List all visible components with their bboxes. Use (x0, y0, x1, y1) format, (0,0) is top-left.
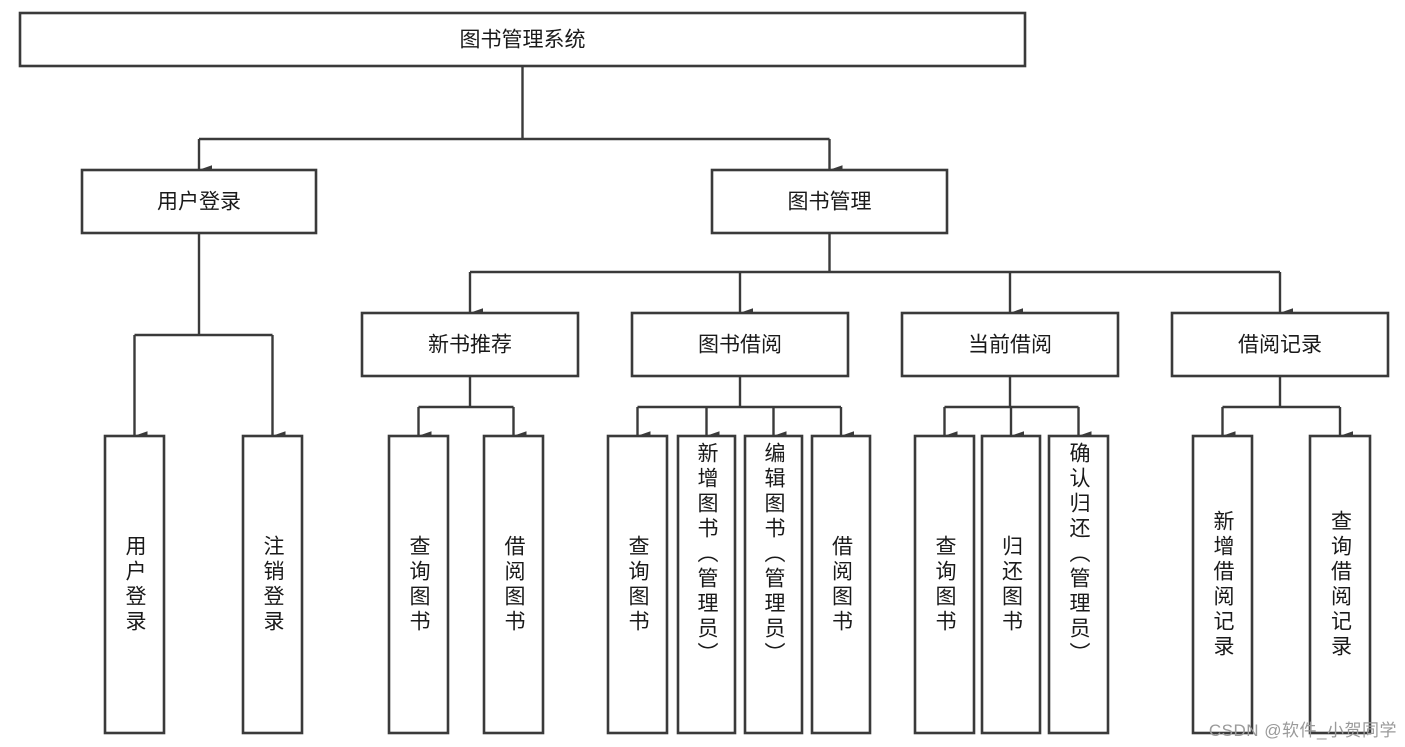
node-leaf-add-book[interactable]: 新增图书（管理员） (676, 434, 737, 735)
leaf-borrow-book-rec-box[interactable] (482, 434, 545, 735)
root-box[interactable] (18, 11, 1027, 68)
node-borrow-record[interactable]: 借阅记录 (1170, 311, 1390, 378)
leaf-query-book-cur-label: 查询图书 (933, 534, 956, 635)
leaf-query-record-box[interactable] (1308, 434, 1372, 735)
leaf-borrow-book-box[interactable] (810, 434, 872, 735)
leaf-query-book-cur-label-wrap: 查询图书 (915, 436, 974, 733)
leaf-add-record-label: 新增借阅记录 (1211, 509, 1234, 660)
node-book-borrow[interactable]: 图书借阅 (630, 311, 850, 378)
node-leaf-user-login[interactable]: 用户登录 (103, 434, 166, 735)
leaf-edit-book-label: 编辑图书（管理员） (762, 442, 785, 667)
root-label: 图书管理系统 (460, 29, 586, 52)
leaf-borrow-book-label-wrap: 借阅图书 (812, 436, 870, 733)
leaf-query-book-borrow-box[interactable] (606, 434, 669, 735)
node-new-book-rec[interactable]: 新书推荐 (360, 311, 580, 378)
new-book-rec-box[interactable] (360, 311, 580, 378)
node-leaf-query-book-borrow[interactable]: 查询图书 (606, 434, 669, 735)
leaf-add-record-label-wrap: 新增借阅记录 (1193, 436, 1252, 733)
csdn-watermark: CSDN @软件_小贺同学 (1208, 721, 1397, 740)
leaf-add-book-box[interactable] (676, 434, 737, 735)
node-leaf-query-book-rec[interactable]: 查询图书 (387, 434, 450, 735)
leaf-borrow-book-label: 借阅图书 (829, 534, 853, 635)
leaf-query-book-rec-box[interactable] (387, 434, 450, 735)
leaf-user-logout-label: 注销登录 (261, 534, 284, 635)
book-manage-label: 图书管理 (788, 191, 872, 214)
leaf-add-record-box[interactable] (1191, 434, 1254, 735)
leaf-user-login-label: 用户登录 (123, 534, 146, 635)
node-book-manage[interactable]: 图书管理 (710, 168, 949, 235)
node-leaf-edit-book[interactable]: 编辑图书（管理员） (743, 434, 804, 735)
leaf-edit-book-label-wrap: 编辑图书（管理员） (745, 436, 802, 733)
new-book-rec-label: 新书推荐 (428, 334, 512, 357)
leaf-layer: 用户登录 注销登录 查询图书 (103, 434, 1372, 735)
node-current-borrow[interactable]: 当前借阅 (900, 311, 1120, 378)
node-leaf-return-book[interactable]: 归还图书 (980, 434, 1042, 735)
node-leaf-borrow-book-rec[interactable]: 借阅图书 (482, 434, 545, 735)
node-leaf-confirm-return[interactable]: 确认归还（管理员） (1047, 434, 1110, 735)
node-leaf-query-record[interactable]: 查询借阅记录 (1308, 434, 1372, 735)
leaf-query-book-borrow-label: 查询图书 (626, 534, 649, 635)
leaf-query-book-rec-label: 查询图书 (407, 534, 430, 635)
leaf-add-book-label-wrap: 新增图书（管理员） (678, 436, 735, 733)
leaf-user-logout-box[interactable] (241, 434, 304, 735)
leaf-confirm-return-label: 确认归还（管理员） (1067, 442, 1090, 667)
leaf-confirm-return-box[interactable] (1047, 434, 1110, 735)
leaf-borrow-book-rec-label-wrap: 借阅图书 (484, 436, 543, 733)
leaf-return-book-box[interactable] (980, 434, 1042, 735)
leaf-return-book-label: 归还图书 (999, 534, 1023, 635)
book-manage-box[interactable] (710, 168, 949, 235)
node-leaf-user-logout[interactable]: 注销登录 (241, 434, 304, 735)
node-leaf-add-record[interactable]: 新增借阅记录 (1191, 434, 1254, 735)
node-user-login[interactable]: 用户登录 (80, 168, 318, 235)
book-borrow-label: 图书借阅 (698, 334, 782, 357)
leaf-user-login-label-wrap: 用户登录 (105, 436, 164, 733)
node-root[interactable]: 图书管理系统 (18, 11, 1027, 68)
current-borrow-box[interactable] (900, 311, 1120, 378)
book-borrow-box[interactable] (630, 311, 850, 378)
leaf-edit-book-box[interactable] (743, 434, 804, 735)
leaf-user-logout-label-wrap: 注销登录 (243, 436, 302, 733)
user-login-label: 用户登录 (157, 191, 241, 214)
current-borrow-label: 当前借阅 (968, 334, 1052, 357)
leaf-query-book-borrow-label-wrap: 查询图书 (608, 436, 667, 733)
leaf-query-book-cur-box[interactable] (913, 434, 976, 735)
leaf-borrow-book-rec-label: 借阅图书 (502, 534, 525, 635)
leaf-confirm-return-label-wrap: 确认归还（管理员） (1049, 436, 1108, 733)
node-leaf-query-book-cur[interactable]: 查询图书 (913, 434, 976, 735)
leaf-return-book-label-wrap: 归还图书 (982, 436, 1040, 733)
leaf-add-book-label: 新增图书（管理员） (695, 442, 718, 667)
borrow-record-box[interactable] (1170, 311, 1390, 378)
leaf-user-login-box[interactable] (103, 434, 166, 735)
user-login-box[interactable] (80, 168, 318, 235)
connector-layer (133, 66, 1353, 441)
node-leaf-borrow-book[interactable]: 借阅图书 (810, 434, 872, 735)
leaf-query-book-rec-label-wrap: 查询图书 (389, 436, 448, 733)
leaf-query-record-label: 查询借阅记录 (1328, 509, 1352, 660)
leaf-query-record-label-wrap: 查询借阅记录 (1310, 436, 1370, 733)
borrow-record-label: 借阅记录 (1238, 334, 1322, 357)
